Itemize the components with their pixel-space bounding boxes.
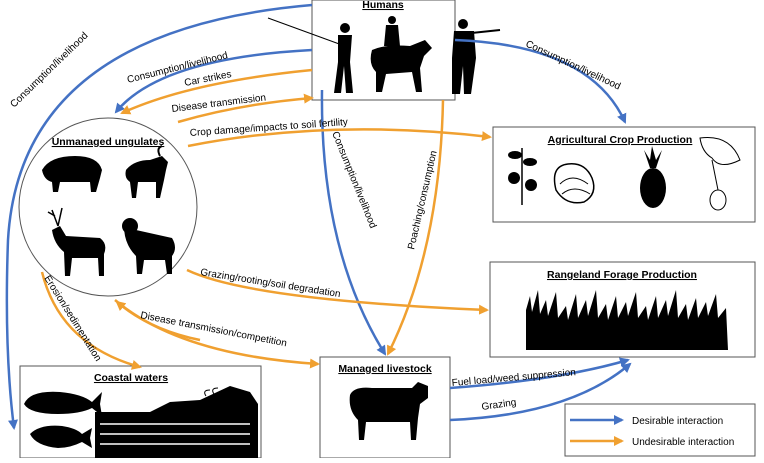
label-consumption-left-outer: Consumption/livelihood	[8, 30, 90, 110]
label-grazing: Grazing	[481, 397, 517, 413]
coastal-title: Coastal waters	[94, 372, 168, 384]
pineapple-icon	[640, 146, 666, 208]
node-rangeland: Rangeland Forage Production	[489, 261, 756, 358]
label-consumption-down: Consumption/livelihood	[329, 130, 378, 230]
arrow-fuel-load	[449, 357, 630, 390]
legend-desirable-label: Desirable interaction	[632, 416, 723, 427]
ungulates-title: Unmanaged ungulates	[52, 136, 165, 148]
lettuce-icon	[553, 163, 595, 204]
arrow-car-strikes	[120, 68, 313, 115]
arrow-grazing	[449, 362, 632, 422]
rangeland-title: Rangeland Forage Production	[547, 269, 697, 281]
legend-undesirable-label: Undesirable interaction	[632, 437, 734, 448]
livestock-title: Managed livestock	[338, 363, 432, 375]
label-consumption-right: Consumption/livelihood	[524, 39, 622, 93]
fish-icon	[24, 391, 102, 448]
node-ungulates: Unmanaged ungulates	[18, 117, 198, 297]
hunter-icon	[452, 19, 501, 94]
arrow-consumption-left-outer	[5, 3, 313, 430]
label-fuel-load: Fuel load/weed suppression	[451, 367, 576, 389]
node-crops: Agricultural Crop Production	[492, 126, 756, 223]
arrow-disease-transmission	[177, 93, 314, 124]
humans-title: Humans	[362, 0, 404, 11]
arrow-erosion	[40, 271, 142, 370]
crops-title: Agricultural Crop Production	[548, 134, 693, 146]
arrow-poaching	[386, 99, 445, 356]
arrow-disease-competition-back	[115, 300, 201, 342]
arrow-consumption-left-inner	[114, 48, 313, 114]
grass-icon	[526, 290, 728, 350]
arrow-crop-damage	[187, 128, 492, 148]
deer-icon	[47, 207, 106, 276]
goat-icon	[125, 145, 168, 198]
coastline-icon	[95, 386, 258, 458]
tomato-plant-icon	[508, 148, 537, 205]
node-livestock: Managed livestock	[319, 356, 451, 459]
boar-icon	[42, 156, 102, 192]
fisherman-icon	[267, 17, 353, 93]
ram-icon	[122, 218, 175, 274]
arrow-consumption-right	[454, 38, 627, 124]
node-coastal: Coastal waters	[19, 365, 262, 459]
taro-icon	[699, 136, 741, 211]
horse-rider-icon	[370, 16, 432, 92]
arrow-grazing-rooting	[186, 268, 489, 315]
label-crop-damage: Crop damage/impacts to soil fertility	[189, 117, 348, 139]
cow-icon	[349, 382, 428, 440]
legend: Desirable interaction Undesirable intera…	[564, 403, 756, 457]
node-humans: Humans	[267, 0, 501, 101]
label-grazing-rooting: Grazing/rooting/soil degradation	[200, 267, 342, 300]
